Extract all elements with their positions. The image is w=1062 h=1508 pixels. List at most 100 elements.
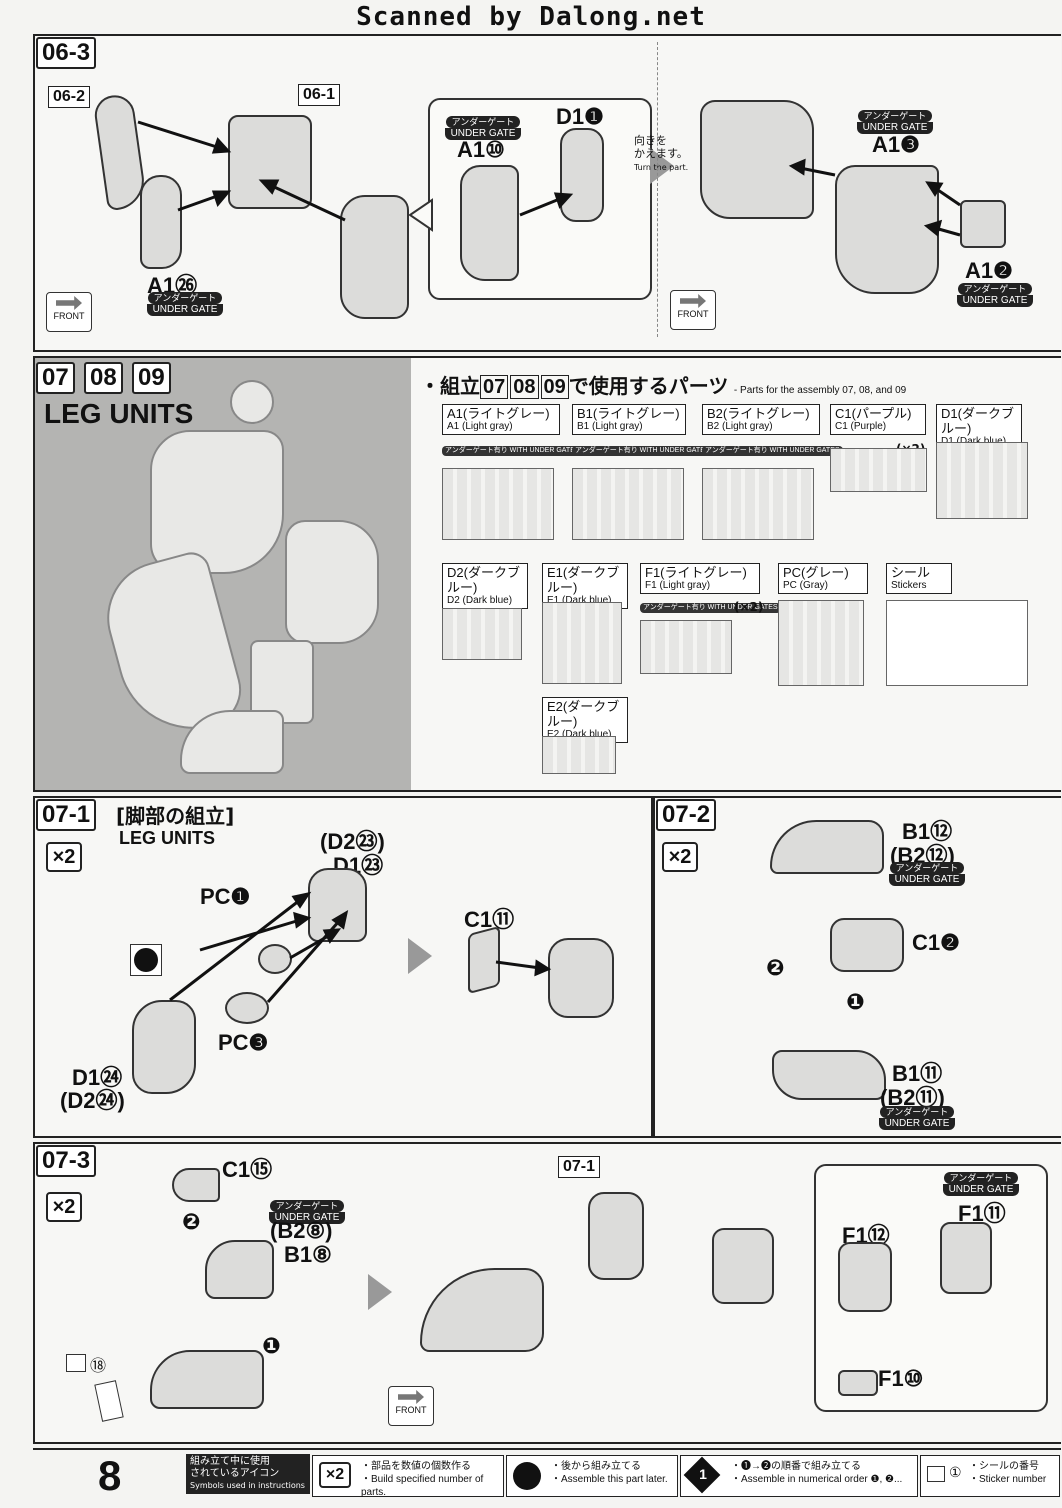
runner-a1 [442,468,554,540]
assembly-arrows [137,120,961,237]
label-a1-3: A1❸ [872,132,920,157]
legend-text: ・シールの番号・Sticker number [969,1461,1047,1485]
legend-text: ・❶→❷の順番で組み立てる・Assemble in numerical orde… [731,1461,903,1485]
runner-pc [778,600,864,686]
part-d1-1 [560,128,604,222]
step-number-09: 09 [132,362,171,394]
label-a1-10: A1⑩ [457,137,505,162]
part-07-1-assembly [588,1192,644,1280]
sticker-number: ⑱ [90,1356,107,1375]
scan-credit: Scanned by Dalong.net [356,2,706,32]
part-foot-base [150,1350,264,1409]
part-a1-10 [460,165,519,281]
label-pc3: PC❸ [218,1030,269,1055]
step-number: 06-3 [36,37,97,69]
footer-rule [33,1448,1061,1450]
part-f1-10 [838,1370,878,1396]
label-b2-11: (B2⑪) [880,1085,945,1110]
runner-label-f1: F1(ライトグレー)F1 (Light gray) [640,563,760,594]
runner-f1 [640,620,732,674]
label-d2-23: (D2㉓) [320,829,385,854]
order-marker-2: ❷ [766,956,785,981]
front-arrow-icon [398,1390,424,1404]
under-gate-tag: アンダーゲート有り WITH UNDER GATES [572,446,713,456]
quantity-icon: ×2 [46,842,82,872]
step-number: 07-3 [36,1145,97,1177]
step-number-07: 07 [36,362,75,394]
runner-e2 [542,736,616,774]
part-pc1 [258,944,292,974]
part-c1-2 [830,918,904,972]
label-f1-11: F1⑪ [958,1201,1006,1226]
sticker-number-icon: ① [949,1464,962,1480]
legend-item-sticker: ① ・シールの番号・Sticker number [920,1455,1060,1497]
leg-part [285,520,379,644]
flow-arrow-icon [408,938,432,974]
label-b1-11: B1⑪ [892,1061,943,1086]
part-side-armor [340,195,409,319]
flow-arrow-icon [650,148,674,184]
label-a1-2: A1❷ [965,258,1013,283]
part-b1-11 [772,1050,886,1100]
part-ankle [712,1228,774,1304]
ref-06-1: 06-1 [298,84,341,106]
label-f1-10: F1⑩ [878,1366,924,1391]
runner-d1 [936,442,1028,519]
legend-item-quantity: ×2 ・部品を数値の個数作る・Build specified number of… [312,1455,504,1498]
divider [657,42,658,337]
part-f1-11 [940,1222,992,1294]
runner-label-c1: C1(パープル)C1 (Purple) [830,404,926,435]
order-marker-2: ❷ [182,1210,201,1235]
quantity-icon: ×2 [662,842,698,872]
step-title-jp: [脚部の組立] [116,804,235,828]
front-indicator: FRONT [670,290,716,330]
assemble-later-icon [130,944,162,976]
leg-units-title: LEG UNITS [44,398,194,429]
step-number-08: 08 [84,362,123,394]
label-c1-2: C1❷ [912,930,960,955]
under-gate-tag: アンダーゲート有り WITH UNDER GATES [702,446,843,456]
sticker-icon [66,1354,86,1372]
part-06-1-hip [228,115,312,209]
leg-part [180,710,284,774]
turn-note: 向きをかえます。Turn the part. [634,134,689,172]
ref-06-2: 06-2 [48,86,91,108]
assemble-later-icon [513,1462,541,1490]
order-marker-1: ❶ [846,990,865,1015]
label-c1-15: C1⑮ [222,1157,273,1182]
order-number: 1 [699,1466,707,1482]
part-d1-24 [132,1000,196,1094]
part-pc3 [225,992,269,1024]
step-title-en: LEG UNITS [119,828,216,848]
runner-label-d2: D2(ダークブルー)D2 (Dark blue) [442,563,528,609]
sticker-icon [927,1466,945,1482]
step-number: 07-2 [656,799,717,831]
part-f1-12 [838,1242,892,1312]
runner-b2 [702,468,814,540]
label-d1-24: D1㉔ [72,1065,123,1090]
label-d2-24: (D2㉔) [60,1088,125,1113]
label-b2-8: (B2⑧) [270,1218,333,1243]
quantity-icon: ×2 [46,1192,82,1222]
legend-item-order: 1 ・❶→❷の順番で組み立てる・Assemble in numerical or… [680,1455,918,1497]
runner-label-e1: E1(ダークブルー)E1 (Dark blue) [542,563,628,609]
runner-e1 [542,602,622,684]
quantity-icon: ×2 [319,1462,351,1488]
label-b1-12: B1⑫ [902,819,953,844]
legend-text: ・後から組み立てる・Assemble this part later. [551,1461,668,1485]
ref-07-1: 07-1 [558,1156,601,1178]
sticker-sheet [886,600,1028,686]
label-pc1: PC❶ [200,884,251,909]
runner-count: (×2) [734,600,764,614]
runner-label-a1: A1(ライトグレー)A1 (Light gray) [442,404,560,435]
part-b1-8 [205,1240,274,1299]
part-hip-rear [700,100,814,219]
